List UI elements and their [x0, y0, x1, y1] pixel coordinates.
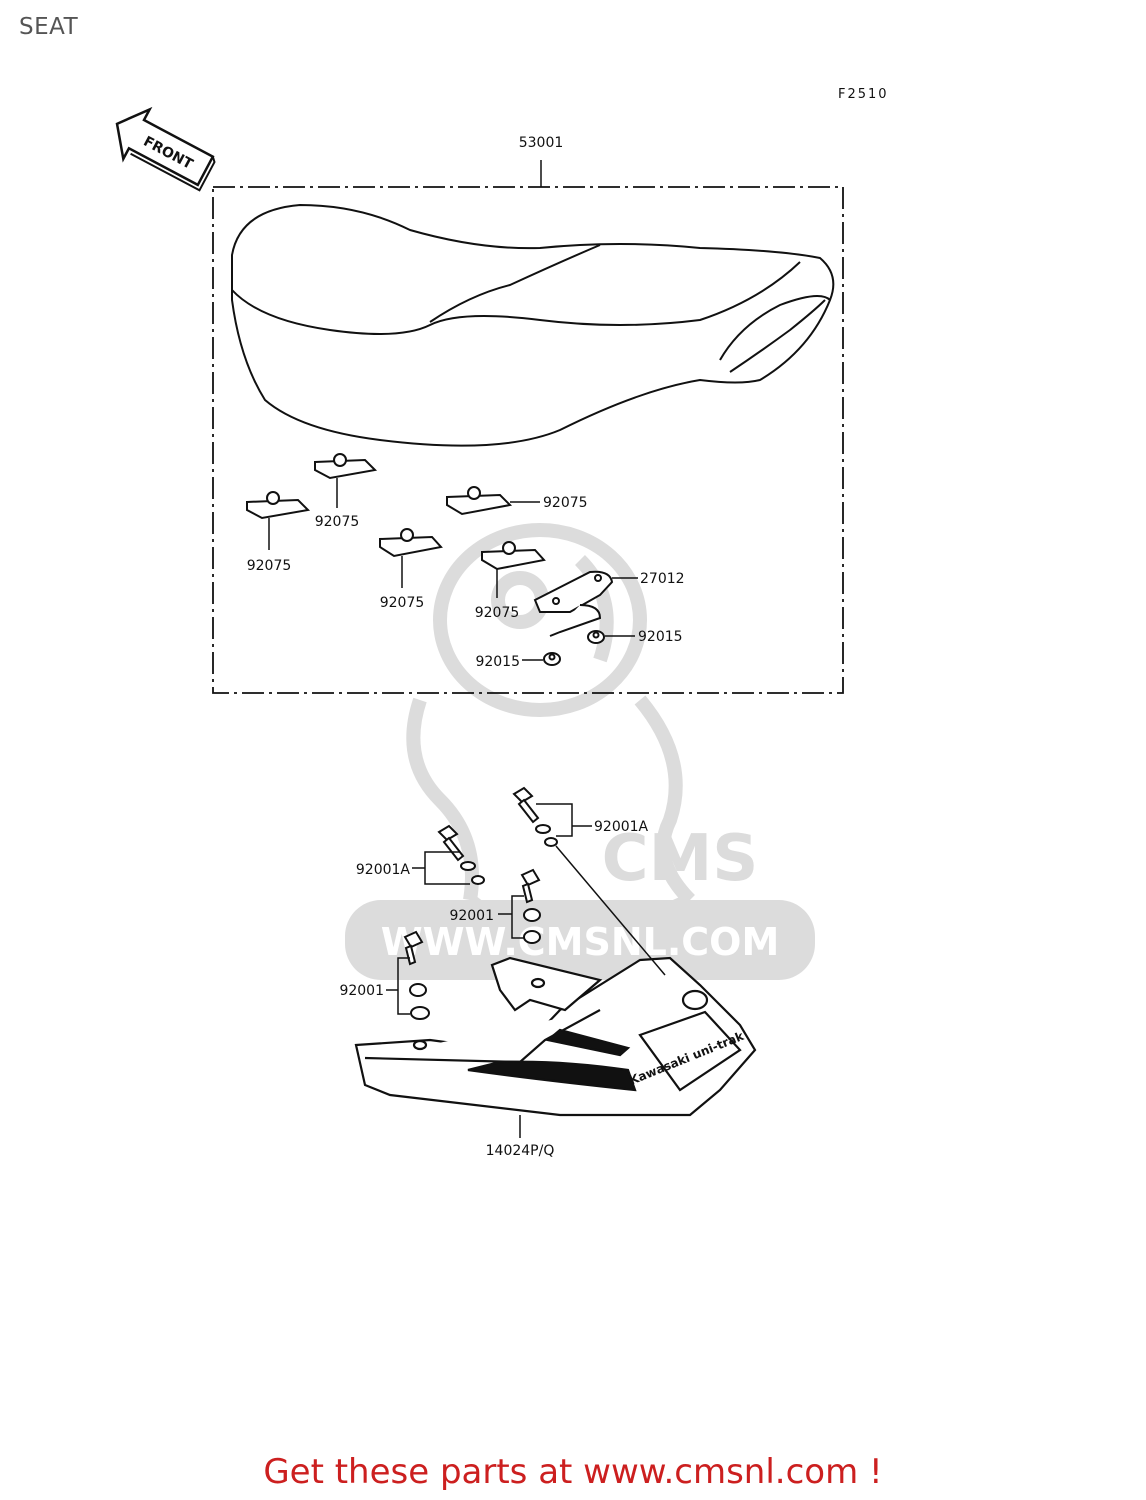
part-label-pad-1: 92075 — [315, 514, 360, 530]
grommet-1 — [587, 630, 605, 644]
grab-rail — [354, 956, 757, 1117]
part-label-grommet-2: 92015 — [475, 654, 520, 670]
seat-illustration — [231, 203, 835, 447]
part-label-bolt-set-1: 92001 — [449, 908, 494, 924]
part-label-bolt-set-a2: 92001A — [356, 862, 411, 878]
pad-3 — [446, 486, 513, 516]
bolt-set-a1 — [512, 786, 558, 847]
bolt-set-2 — [403, 930, 430, 1020]
part-label-pad-4: 92075 — [380, 595, 425, 611]
bolt-set-a2 — [437, 824, 485, 885]
page-title: SEAT — [19, 14, 79, 40]
part-label-bolt-set-2: 92001 — [339, 983, 384, 999]
footer-cta-link[interactable]: Get these parts at www.cmsnl.com ! — [263, 1452, 883, 1492]
pad-5 — [481, 541, 546, 571]
front-arrow-icon: FRONT — [115, 106, 216, 192]
part-label-grommet-1: 92015 — [638, 629, 683, 645]
part-label-pad-5: 92075 — [475, 605, 520, 621]
part-label-seat: 53001 — [519, 135, 564, 151]
pad-4 — [379, 528, 443, 558]
grommet-2 — [543, 652, 561, 666]
hook-bracket — [533, 570, 614, 637]
part-label-pad-3: 92075 — [543, 495, 588, 511]
watermark-url: WWW.CMSNL.COM — [381, 920, 780, 964]
pad-1 — [314, 453, 378, 480]
seat-assembly-box — [212, 186, 844, 694]
part-label-grab-rail: 14024P/Q — [486, 1143, 555, 1159]
watermark-logo: CMS — [602, 822, 759, 896]
figure-code: F2510 — [838, 87, 889, 102]
part-label-hook: 27012 — [640, 571, 685, 587]
bolt-set-1 — [520, 868, 541, 944]
pad-2 — [246, 491, 311, 520]
part-label-bolt-set-a1: 92001A — [594, 819, 649, 835]
watermark-banner: WWW.CMSNL.COM CMS — [345, 822, 815, 980]
part-label-pad-2: 92075 — [247, 558, 292, 574]
